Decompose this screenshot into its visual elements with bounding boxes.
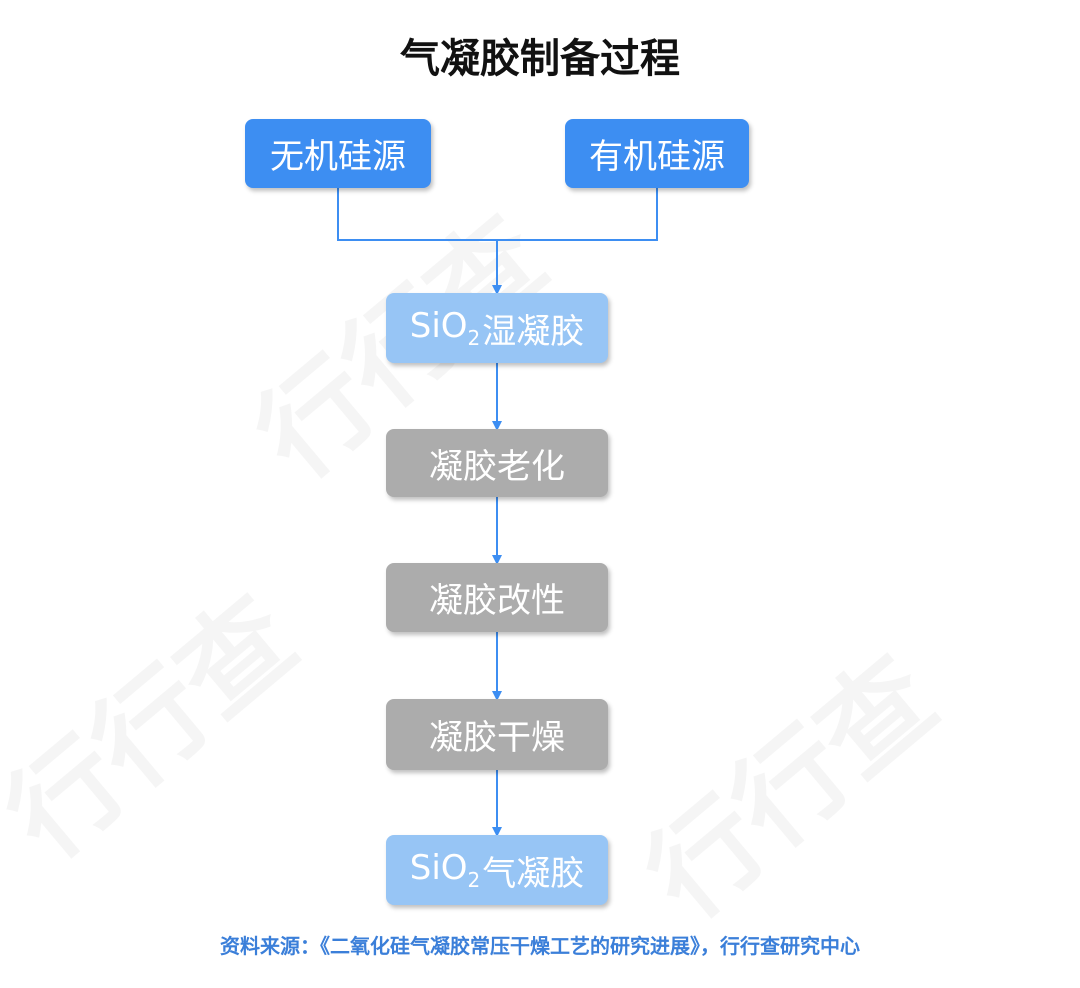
organic-silicon-source-label: 有机硅源 — [589, 137, 725, 177]
gel-modification-label: 凝胶改性 — [429, 581, 565, 621]
aerogel-label: 气凝胶 — [482, 853, 585, 894]
organic-silicon-source-box: 有机硅源 — [565, 119, 749, 188]
source-note: 资料来源：《二氧化硅气凝胶常压干燥工艺的研究进展》，行行查研究中心 — [220, 934, 860, 958]
diagram-title: 气凝胶制备过程 — [400, 36, 680, 82]
wet-gel-label: 湿凝胶 — [482, 311, 585, 352]
gel-aging-box: 凝胶老化 — [386, 429, 608, 497]
inorganic-silicon-source-box: 无机硅源 — [245, 119, 431, 188]
gel-aging-label: 凝胶老化 — [429, 446, 565, 487]
merge-connector — [337, 188, 658, 241]
inorganic-silicon-source-label: 无机硅源 — [270, 137, 406, 177]
silica-formula: SiO2 — [409, 848, 481, 892]
gel-drying-label: 凝胶干燥 — [429, 718, 565, 758]
silica-formula: SiO2 — [409, 306, 481, 350]
gel-modification-box: 凝胶改性 — [386, 563, 608, 632]
gel-drying-box: 凝胶干燥 — [386, 699, 608, 770]
